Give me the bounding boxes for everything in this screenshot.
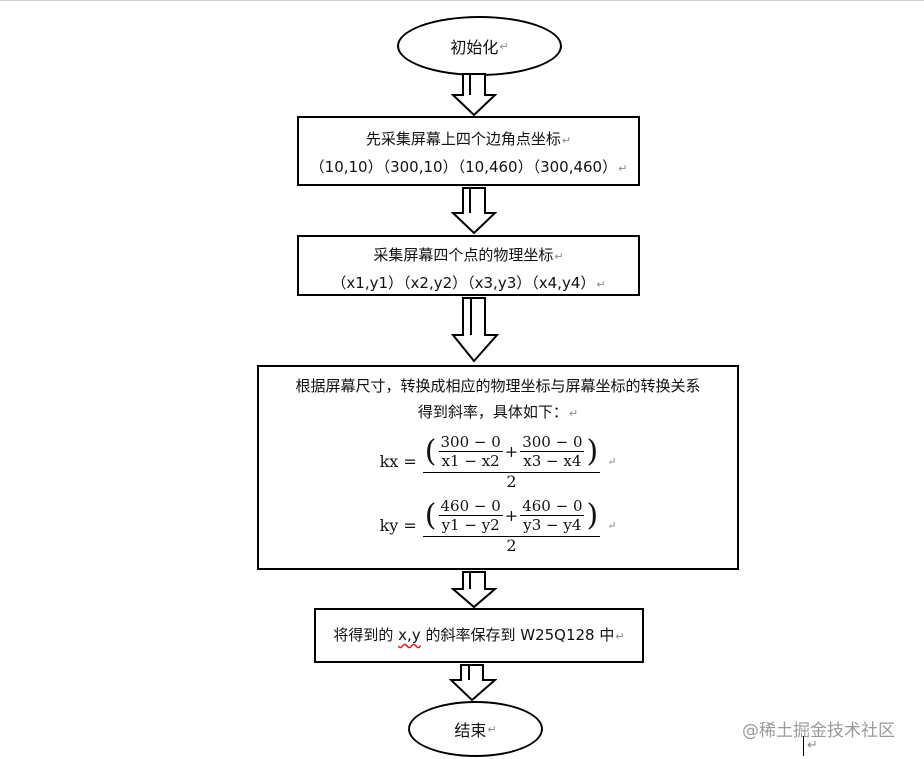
step2-line2: （x1,y1）（x2,y2）（x3,y3）（x4,y4） [331, 274, 596, 292]
kx-term2-numerator: 300 − 0 [520, 433, 585, 452]
kx-lhs: kx = [379, 452, 417, 471]
step-collect-physical-coords: 采集屏幕四个点的物理坐标↵ （x1,y1）（x2,y2）（x3,y3）（x4,y… [297, 235, 640, 296]
step1-line2: （10,10）（300,10）（10,460）（300,460） [309, 158, 618, 176]
step-save-slope: 将得到的 x,y 的斜率保存到 W25Q128 中↵ [314, 608, 644, 663]
paragraph-mark-icon: ↵ [596, 278, 606, 291]
kx-divisor: 2 [506, 472, 517, 491]
paragraph-mark-icon: ↵ [499, 39, 509, 53]
ky-term2-denominator: y3 − y4 [523, 516, 582, 534]
ky-term1-numerator: 460 − 0 [438, 497, 503, 516]
step1-line1: 先采集屏幕上四个边角点坐标 [365, 130, 561, 148]
step-collect-screen-corners: 先采集屏幕上四个边角点坐标↵ （10,10）（300,10）（10,460）（3… [297, 116, 640, 186]
start-oval: 初始化↵ [397, 16, 562, 76]
end-label: 结束 [454, 721, 487, 740]
kx-term2-denominator: x3 − x4 [523, 452, 582, 470]
arrow-down-icon [449, 664, 497, 702]
arrow-down-icon [451, 297, 499, 363]
ky-term1-denominator: y1 − y2 [441, 516, 500, 534]
kx-term1-denominator: x1 − x2 [441, 452, 500, 470]
step2-line1: 采集屏幕四个点的物理坐标 [373, 246, 554, 264]
paragraph-mark-icon: ↵ [568, 407, 579, 420]
arrow-down-icon [451, 187, 497, 235]
paragraph-mark-icon: ↵ [618, 162, 628, 175]
paragraph-mark-icon: ↵ [615, 630, 625, 643]
start-label: 初始化 [450, 38, 499, 57]
ky-term2-numerator: 460 − 0 [520, 497, 585, 516]
arrow-down-icon [451, 73, 497, 117]
page-top-border [0, 0, 924, 1]
arrow-down-icon [451, 571, 497, 609]
paragraph-mark-icon: ↵ [607, 455, 617, 468]
step4-post: 的斜率保存到 W25Q128 中 [420, 626, 615, 644]
end-oval: 结束↵ [408, 701, 543, 757]
kx-term1-numerator: 300 − 0 [438, 433, 503, 452]
ky-lhs: ky = [379, 516, 417, 535]
paragraph-mark-icon: ↵ [607, 519, 617, 532]
step-compute-slope: 根据屏幕尺寸，转换成相应的物理坐标与屏幕坐标的转换关系 得到斜率，具体如下：↵ … [257, 365, 739, 570]
watermark: @稀土掘金技术社区 [742, 721, 895, 741]
paragraph-mark-icon: ↵ [807, 738, 818, 753]
ky-divisor: 2 [506, 536, 517, 555]
step4-pre: 将得到的 [333, 626, 399, 644]
paragraph-mark-icon: ↵ [554, 250, 564, 263]
paragraph-mark-icon: ↵ [561, 134, 572, 147]
step3-line2: 得到斜率，具体如下： [417, 403, 568, 421]
step3-line1: 根据屏幕尺寸，转换成相应的物理坐标与屏幕坐标的转换关系 [295, 377, 701, 395]
text-cursor [803, 736, 804, 756]
step4-xy: x,y [398, 626, 421, 644]
paragraph-mark-icon: ↵ [487, 722, 497, 736]
